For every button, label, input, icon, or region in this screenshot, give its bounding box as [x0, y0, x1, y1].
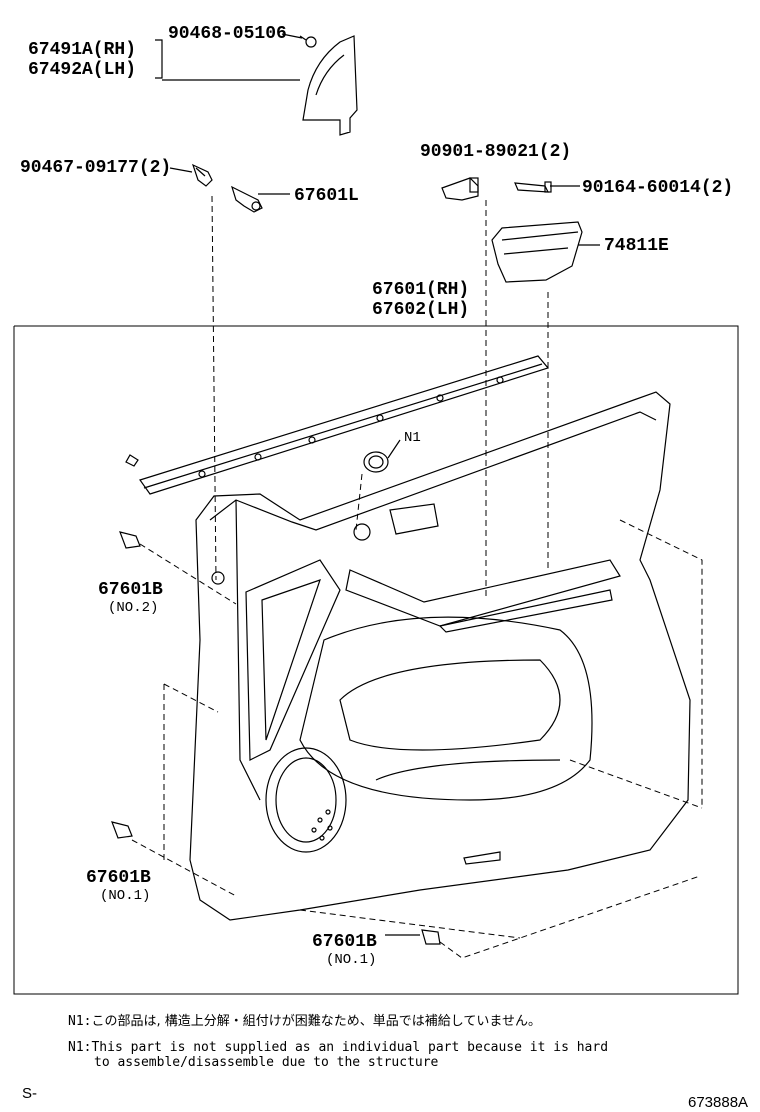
pull-cup-74811e	[491, 221, 583, 283]
clip-sub-mid: (NO.1)	[100, 888, 151, 904]
note-en-line2: to assemble/disassemble due to the struc…	[94, 1055, 439, 1070]
part-label-67601l: 67601L	[294, 186, 359, 206]
note-jp-prefix: N1:	[68, 1014, 92, 1029]
assembly-frame	[13, 325, 739, 995]
n1-marker-label: N1	[404, 430, 421, 446]
clip-sub-top: (NO.2)	[108, 600, 159, 616]
clip-67601l	[231, 185, 263, 213]
part-label-90467: 90467-09177(2)	[20, 158, 172, 178]
part-label-90468: 90468-05106	[168, 24, 287, 44]
part-label-67491a: 67491A(RH)	[28, 40, 137, 60]
leader-lines	[169, 33, 600, 936]
footer-left-mark: S-	[22, 1085, 37, 1102]
dashed-alignment-lines	[131, 195, 703, 959]
n1-leader	[387, 439, 401, 459]
part-label-67492a: 67492A(LH)	[28, 60, 137, 80]
screw-90467	[191, 163, 213, 187]
note-en-line1: N1:This part is not supplied as an indiv…	[68, 1040, 609, 1055]
part-label-67601: 67601(RH)	[372, 280, 470, 300]
rh-lh-bracket	[155, 39, 300, 81]
door-trim-panel	[189, 391, 691, 921]
screw-90164	[514, 181, 552, 193]
clip-sub-bottom: (NO.1)	[326, 952, 377, 968]
note-jp-text: この部品は, 構造上分解・組付けが困難なため、単品では補給していません。	[91, 1014, 541, 1029]
part-label-74811e: 74811E	[604, 236, 669, 256]
clip-fasteners	[111, 531, 441, 945]
clip-label-top: 67601B	[98, 580, 163, 600]
part-label-67602: 67602(LH)	[372, 300, 470, 320]
clip-label-bottom: 67601B	[312, 932, 377, 952]
part-label-90901: 90901-89021(2)	[420, 142, 572, 162]
part-label-90164: 90164-60014(2)	[582, 178, 734, 198]
note-jp: N1:この部品は, 構造上分解・組付けが困難なため、単品では補給していません。	[68, 1014, 541, 1029]
diagram-id: 673888A	[688, 1094, 749, 1111]
belt-moulding	[125, 355, 550, 495]
bracket-90901	[441, 177, 479, 201]
mirror-cover-part	[299, 35, 358, 136]
clip-label-mid: 67601B	[86, 868, 151, 888]
